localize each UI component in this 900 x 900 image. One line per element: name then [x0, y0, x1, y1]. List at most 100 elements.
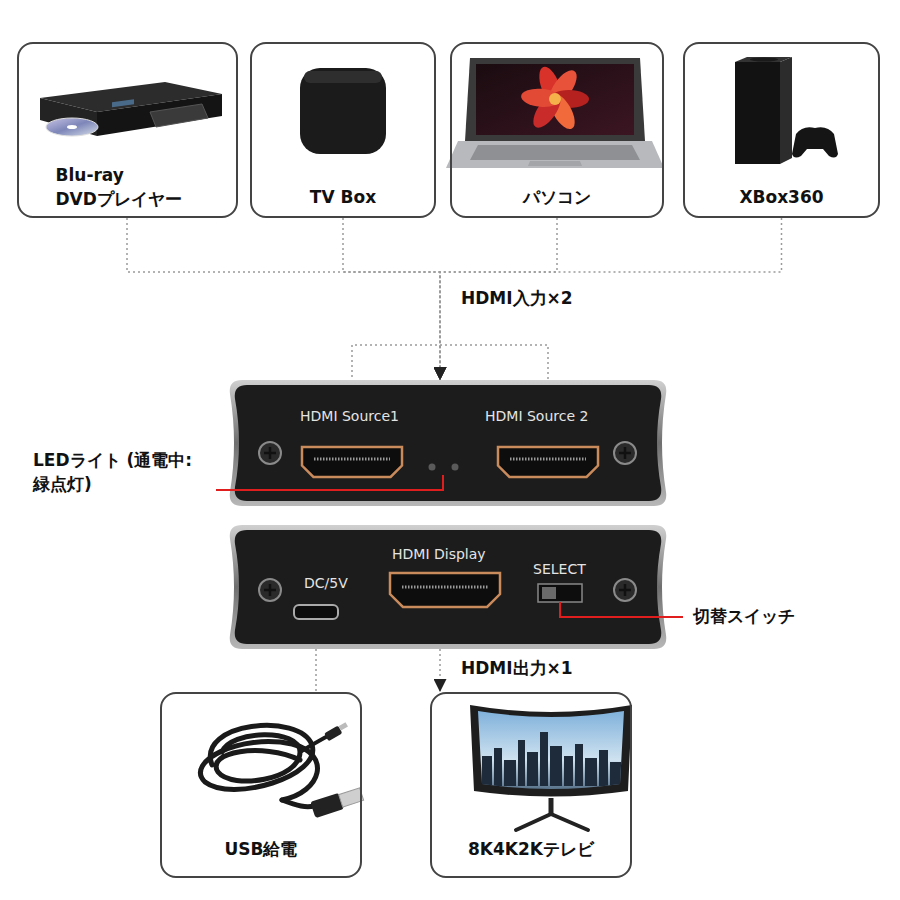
tv-box-illustration: [300, 68, 386, 154]
callout-leader-lines: [667, 616, 683, 618]
output-device-box: 8K4K2Kテレビ: [430, 692, 632, 878]
bluray-player-illustration: [112, 99, 134, 107]
monitor-illustration: [527, 752, 538, 786]
monitor-illustration: [518, 740, 525, 786]
monitor-illustration: [482, 756, 492, 786]
source-device-box: XBox360: [683, 42, 880, 218]
laptop-illustration: [476, 64, 634, 135]
usb-cable-illustration: [216, 735, 300, 781]
monitor-illustration: [504, 760, 516, 786]
port-label: HDMI Display: [392, 546, 486, 563]
panel-housing: [542, 587, 556, 599]
panel-housing: [510, 458, 586, 461]
laptop-illustration: [470, 145, 640, 160]
callout-text: LEDライト (通電中:緑点灯): [33, 449, 208, 497]
panel-housing: [302, 447, 402, 477]
panel-housing: [269, 447, 272, 459]
device-name: USB給電: [224, 838, 297, 862]
monitor-illustration: [549, 798, 554, 814]
device-name: パソコン: [523, 186, 591, 210]
monitor-illustration: [610, 762, 622, 786]
game-console-illustration: [792, 127, 838, 157]
usb-plug-illustration: [339, 722, 348, 730]
connector: [343, 218, 440, 380]
laptop-illustration: [446, 58, 664, 168]
laptop-illustration: [549, 93, 561, 105]
panel-housing: [614, 442, 636, 464]
bluray-player-illustration: [150, 104, 208, 127]
source-device-box: Blu-ray DVDプレイヤー: [17, 42, 238, 218]
monitor-illustration: [551, 814, 588, 830]
connector: [315, 649, 317, 692]
tv-box-illustration: [304, 71, 382, 83]
panel-housing: [560, 602, 668, 617]
panel-housing: [259, 579, 281, 601]
panel-housing: [228, 475, 443, 490]
switch-front-panel: HDMI Source1 HDMI Source 2: [228, 380, 668, 506]
game-console-illustration: [780, 57, 792, 164]
monitor-illustration: [470, 700, 640, 800]
monitor-illustration: [575, 744, 583, 786]
panel-housing: [402, 586, 488, 589]
game-console-illustration: [735, 57, 792, 62]
usb-cable-illustration: [200, 725, 328, 806]
panel-housing: [228, 442, 636, 490]
panel-housing: [452, 464, 459, 471]
panel-housing: [538, 584, 582, 602]
panel-housing: [235, 530, 662, 644]
port-label: SELECT: [533, 561, 586, 578]
panel-housing: [498, 447, 598, 477]
game-console-illustration: [735, 57, 838, 164]
connector-label: HDMI出力×1: [458, 657, 576, 681]
monitor-illustration: [516, 814, 551, 830]
port-label: HDMI Source 2: [485, 408, 588, 425]
connector: [439, 649, 441, 692]
monitor-illustration: [482, 732, 622, 786]
connector: [127, 218, 440, 380]
panel-housing: [228, 525, 668, 649]
panel-housing: [230, 380, 667, 506]
panel-housing: [259, 573, 668, 619]
source-device-box: パソコン: [450, 42, 664, 218]
panel-housing: [294, 605, 338, 619]
laptop-illustration: [528, 161, 582, 166]
panel-housing: [314, 458, 390, 461]
panel-housing: [235, 385, 662, 501]
monitor-illustration: [599, 750, 608, 786]
device-name: 8K4K2Kテレビ: [468, 838, 594, 862]
source-device-box: TV Box: [250, 42, 436, 218]
panel-housing: [614, 579, 636, 601]
monitor-illustration: [550, 746, 562, 786]
callout-text: 切替スイッチ: [693, 605, 795, 629]
usb-cable-illustration: [300, 736, 328, 752]
usb-plug-illustration: [310, 722, 363, 818]
device-name: Blu-ray DVDプレイヤー: [56, 164, 226, 212]
bluray-player-illustration: [40, 82, 222, 136]
panel-housing: [259, 442, 281, 464]
port-label: DC/5V: [304, 575, 348, 592]
panel-housing: [230, 525, 667, 649]
panel-housing: [269, 584, 272, 596]
bluray-player-illustration: [67, 125, 77, 129]
panel-housing: [390, 573, 500, 607]
monitor-illustration: [540, 732, 548, 786]
laptop-illustration: [465, 58, 645, 141]
usb-cable-illustration: [200, 725, 317, 800]
monitor-illustration: [564, 756, 573, 786]
bluray-player-illustration: [46, 118, 98, 136]
game-console-illustration: [735, 62, 780, 164]
port-label: HDMI Source1: [300, 408, 399, 425]
panel-housing: [624, 447, 627, 459]
callout-leader-lines: [216, 489, 229, 491]
laptop-illustration: [446, 141, 664, 168]
monitor-illustration: [585, 758, 597, 786]
bluray-player-illustration: [40, 98, 97, 136]
connector: [440, 218, 782, 380]
panel-housing: [429, 464, 436, 471]
laptop-illustration: [520, 87, 561, 108]
panel-housing: [228, 380, 668, 506]
tv-box-illustration: [300, 68, 386, 154]
monitor-illustration: [470, 700, 640, 830]
game-console-illustration: [750, 58, 778, 62]
